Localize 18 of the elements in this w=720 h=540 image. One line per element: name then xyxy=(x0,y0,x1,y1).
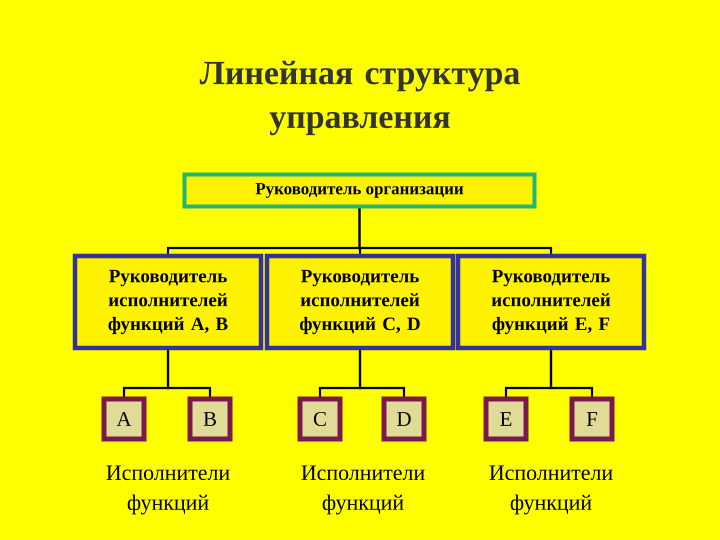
group-label: Исполнители функций xyxy=(301,466,425,514)
group-label: Исполнители функций xyxy=(106,466,230,514)
executor-box: A xyxy=(102,396,146,442)
manager-box: Руководитель исполнителей функций E, F xyxy=(456,254,646,350)
group-label: Исполнители функций xyxy=(489,466,613,514)
manager-box: Руководитель организации xyxy=(182,172,536,208)
manager-box: Руководитель исполнителей функций C, D xyxy=(264,254,456,350)
manager-box: Руководитель исполнителей функций A, B xyxy=(72,254,264,350)
executor-box: E xyxy=(484,396,528,442)
connector-line xyxy=(550,350,594,396)
connector-line xyxy=(358,208,552,254)
title: Линейная структура управления xyxy=(200,60,520,136)
executor-box: F xyxy=(570,396,614,442)
executor-box: D xyxy=(382,396,426,442)
executor-box: B xyxy=(188,396,232,442)
executor-box: C xyxy=(298,396,342,442)
connector-line xyxy=(358,350,406,396)
connector-line xyxy=(166,350,212,396)
